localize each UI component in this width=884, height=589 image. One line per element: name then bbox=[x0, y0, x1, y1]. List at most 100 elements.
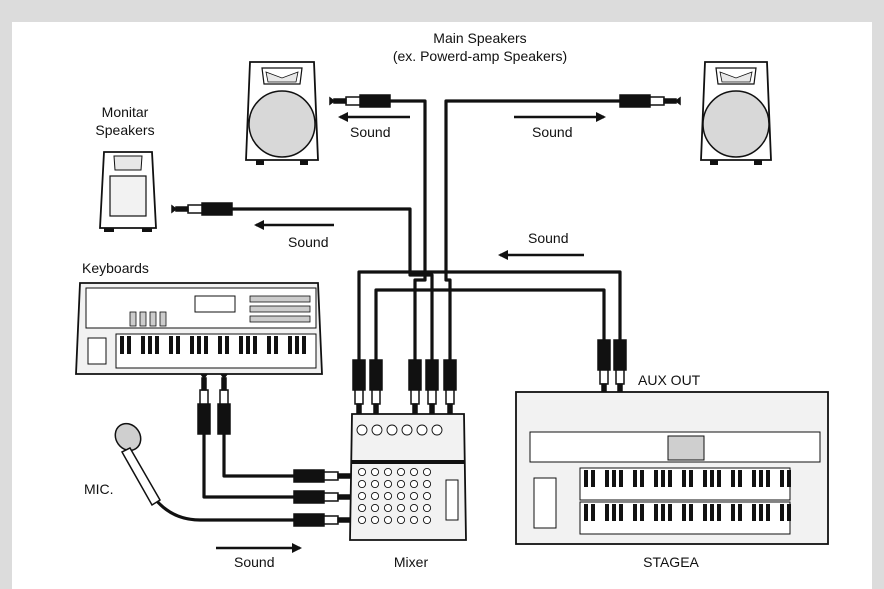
black-key bbox=[640, 470, 644, 487]
jack-plug-icon bbox=[294, 491, 354, 503]
mixer bbox=[350, 414, 466, 540]
mixer-knob bbox=[371, 468, 378, 475]
black-key bbox=[780, 504, 784, 521]
main-speakers-title: Main Speakers bbox=[433, 30, 526, 46]
mixer-knob bbox=[423, 492, 430, 499]
black-key bbox=[766, 470, 770, 487]
black-key bbox=[218, 336, 222, 354]
sound-label-monitor: Sound bbox=[288, 234, 328, 250]
mixer-knob bbox=[371, 516, 378, 523]
jack-plug-icon bbox=[294, 470, 354, 482]
black-key bbox=[633, 470, 637, 487]
black-key bbox=[619, 504, 623, 521]
stagea-organ bbox=[516, 392, 828, 544]
black-key bbox=[633, 504, 637, 521]
black-key bbox=[246, 336, 250, 354]
mixer-knob bbox=[423, 480, 430, 487]
mixer-knob bbox=[371, 492, 378, 499]
main-speaker-left bbox=[246, 62, 318, 165]
black-key bbox=[591, 470, 595, 487]
jack-plug-icon bbox=[598, 340, 610, 400]
mixer-knob bbox=[384, 504, 391, 511]
black-key bbox=[682, 504, 686, 521]
mixer-knob bbox=[410, 504, 417, 511]
black-key bbox=[668, 504, 672, 521]
jack-plug-icon bbox=[330, 95, 390, 107]
black-key bbox=[605, 470, 609, 487]
black-key bbox=[661, 470, 665, 487]
mixer-knob bbox=[423, 468, 430, 475]
mixer-knob bbox=[410, 516, 417, 523]
black-key bbox=[612, 504, 616, 521]
mixer-knob bbox=[358, 516, 365, 523]
black-key bbox=[148, 336, 152, 354]
microphone bbox=[110, 419, 160, 505]
black-key bbox=[710, 504, 714, 521]
cable-aux-1 bbox=[359, 272, 620, 360]
mixer-knob bbox=[397, 492, 404, 499]
black-key bbox=[204, 336, 208, 354]
jack-plug-icon bbox=[614, 340, 626, 400]
main-speakers-subtitle: (ex. Powerd-amp Speakers) bbox=[393, 48, 567, 64]
main-speaker-right bbox=[701, 62, 771, 165]
jack-plug-icon bbox=[620, 95, 680, 107]
jack-plug-icon bbox=[409, 360, 421, 420]
cable-left-main bbox=[390, 101, 425, 360]
mixer-input-jack bbox=[387, 425, 397, 435]
black-key bbox=[302, 336, 306, 354]
black-key bbox=[787, 470, 791, 487]
cable-kb-2 bbox=[224, 430, 295, 476]
black-key bbox=[759, 504, 763, 521]
black-key bbox=[288, 336, 292, 354]
black-key bbox=[689, 504, 693, 521]
monitor-speaker bbox=[100, 152, 156, 232]
mixer-knob bbox=[423, 504, 430, 511]
mixer-knob bbox=[358, 468, 365, 475]
black-key bbox=[661, 504, 665, 521]
black-key bbox=[717, 470, 721, 487]
black-key bbox=[731, 470, 735, 487]
stagea-label: STAGEA bbox=[643, 554, 699, 570]
black-key bbox=[710, 470, 714, 487]
sound-label-left-main: Sound bbox=[350, 124, 390, 140]
black-key bbox=[267, 336, 271, 354]
mixer-knob bbox=[410, 480, 417, 487]
black-key bbox=[197, 336, 201, 354]
mixer-knob bbox=[358, 492, 365, 499]
mixer-knob bbox=[371, 504, 378, 511]
mixer-knob bbox=[397, 480, 404, 487]
mixer-label: Mixer bbox=[394, 554, 428, 570]
mixer-knob bbox=[384, 516, 391, 523]
black-key bbox=[274, 336, 278, 354]
black-key bbox=[682, 470, 686, 487]
black-key bbox=[738, 504, 742, 521]
black-key bbox=[787, 504, 791, 521]
black-key bbox=[605, 504, 609, 521]
mixer-input-jack bbox=[432, 425, 442, 435]
mixer-knob bbox=[384, 468, 391, 475]
mic-label: MIC. bbox=[84, 481, 114, 497]
black-key bbox=[654, 470, 658, 487]
mixer-knob bbox=[358, 504, 365, 511]
sound-label-aux: Sound bbox=[528, 230, 568, 246]
mixer-input-jack bbox=[417, 425, 427, 435]
jack-plug-icon bbox=[218, 374, 230, 434]
mixer-knob bbox=[358, 480, 365, 487]
mixer-knob bbox=[371, 480, 378, 487]
black-key bbox=[780, 470, 784, 487]
jack-plug-icon bbox=[172, 203, 232, 215]
mixer-knob bbox=[397, 468, 404, 475]
black-key bbox=[239, 336, 243, 354]
black-key bbox=[155, 336, 159, 354]
black-key bbox=[584, 470, 588, 487]
black-key bbox=[190, 336, 194, 354]
jack-plug-icon bbox=[353, 360, 365, 420]
black-key bbox=[176, 336, 180, 354]
black-key bbox=[759, 470, 763, 487]
black-key bbox=[703, 504, 707, 521]
black-key bbox=[654, 504, 658, 521]
mixer-knob bbox=[410, 468, 417, 475]
keyboard bbox=[76, 283, 322, 374]
